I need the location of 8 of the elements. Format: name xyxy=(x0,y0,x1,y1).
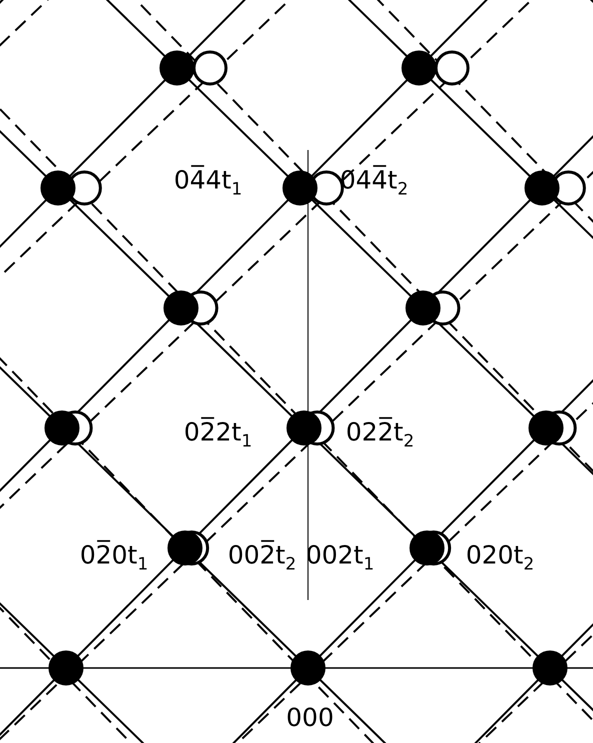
reflection-index-label: 020t$_{2}$ xyxy=(466,540,534,576)
reflection-index-label: 000 xyxy=(286,703,334,733)
reflection-index-label: 04̅4t$_{1}$ xyxy=(174,166,242,202)
reflection-index-label: 002t$_{1}$ xyxy=(306,540,374,576)
reflection-index-label: 002̅t$_{2}$ xyxy=(228,540,296,576)
reflection-index-label: 02̅0t$_{1}$ xyxy=(80,540,148,576)
reflection-index-label: 022̅t$_{2}$ xyxy=(346,418,414,454)
reflection-index-label: 02̅2t$_{1}$ xyxy=(184,418,252,454)
